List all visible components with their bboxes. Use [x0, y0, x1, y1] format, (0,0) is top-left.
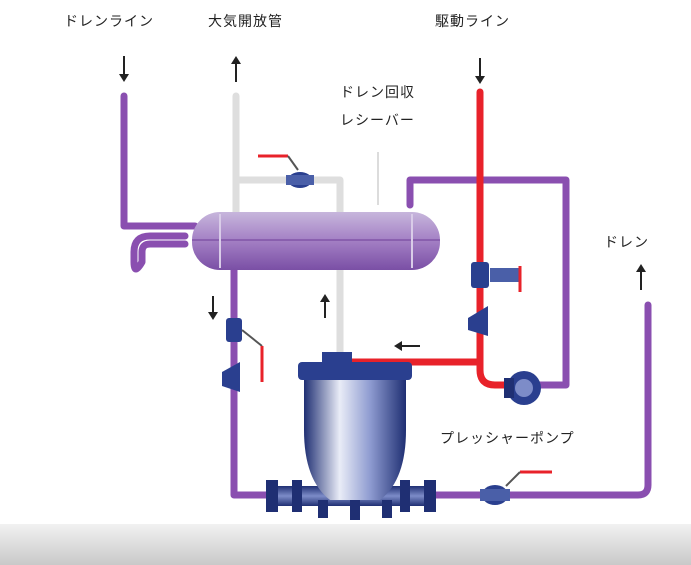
arrow-down-icon	[208, 296, 218, 320]
arrow-left-icon	[394, 341, 420, 351]
valve-icon	[504, 371, 541, 405]
label-pressure-pump: プレッシャーポンプ	[440, 431, 575, 447]
valve-icon	[480, 470, 552, 505]
drain-receiver	[192, 152, 440, 270]
arrow-down-icon	[475, 58, 485, 84]
valve-icon	[226, 318, 264, 382]
arrow-up-icon	[231, 56, 241, 82]
label-vent-pipe: 大気開放管	[208, 14, 283, 30]
label-drain: ドレン	[604, 235, 649, 251]
label-motive-line: 駆動ライン	[435, 14, 510, 30]
check-valve-icon	[222, 362, 240, 392]
arrow-up-icon	[636, 264, 646, 290]
valve-icon	[471, 262, 522, 292]
label-receiver-line2: レシーバー	[340, 113, 415, 129]
pressure-pump-icon	[266, 352, 436, 520]
arrow-down-icon	[119, 56, 129, 82]
arrow-up-icon	[320, 294, 330, 318]
check-valve-icon	[468, 306, 488, 336]
label-receiver-line1: ドレン回収	[340, 85, 415, 101]
label-drain-line: ドレンライン	[64, 14, 154, 30]
floor	[0, 524, 691, 565]
valve-icon	[258, 154, 314, 188]
